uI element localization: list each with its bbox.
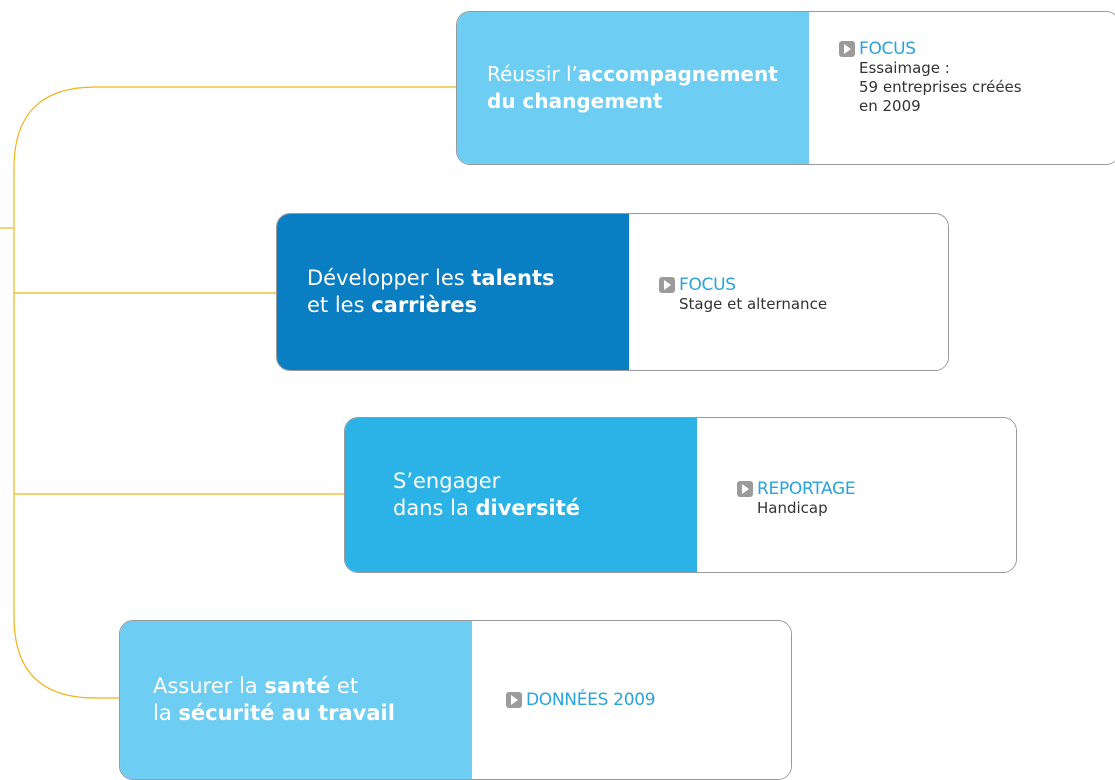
title-text: S’engager xyxy=(393,469,501,493)
card-detail-panel: FOCUS Essaimage : 59 entreprises créées … xyxy=(809,12,1115,164)
tag-label: FOCUS xyxy=(679,274,736,295)
title-emphasis: accompagnement xyxy=(577,62,778,86)
focus-link[interactable]: FOCUS xyxy=(839,38,1115,59)
connector-bracket xyxy=(13,86,456,699)
card-diversite[interactable]: S’engager dans la diversité REPORTAGE Ha… xyxy=(344,417,1017,573)
detail-line: 59 entreprises créées xyxy=(859,78,1022,96)
tag-label: REPORTAGE xyxy=(757,478,856,499)
title-emphasis: diversité xyxy=(475,496,581,520)
card-title: Assurer la santé et la sécurité au trava… xyxy=(120,621,472,779)
title-emphasis: sécurité au travail xyxy=(178,701,395,725)
reportage-link[interactable]: REPORTAGE xyxy=(737,478,1016,499)
title-text: dans la xyxy=(393,496,476,520)
detail-line: Handicap xyxy=(757,499,828,517)
donnees-link[interactable]: DONNÉES 2009 xyxy=(506,690,656,711)
card-title: S’engager dans la diversité xyxy=(345,418,697,572)
card-title: Réussir l’accompagnement du changement xyxy=(457,12,809,164)
play-icon xyxy=(839,40,855,57)
card-sante-securite[interactable]: Assurer la santé et la sécurité au trava… xyxy=(119,620,792,780)
title-text: la xyxy=(153,701,179,725)
focus-link[interactable]: FOCUS xyxy=(659,274,948,295)
detail-line: Essaimage : xyxy=(859,59,950,77)
play-icon xyxy=(737,480,753,497)
play-icon xyxy=(659,276,675,293)
card-detail-panel: REPORTAGE Handicap xyxy=(697,418,1016,572)
title-emphasis: santé xyxy=(264,674,331,698)
tag-label: FOCUS xyxy=(859,38,916,59)
title-text: Assurer la xyxy=(153,674,265,698)
card-detail-panel: FOCUS Stage et alternance xyxy=(629,214,948,370)
title-emphasis: carrières xyxy=(371,293,478,317)
tag-label: DONNÉES 2009 xyxy=(526,690,656,710)
detail-line: Stage et alternance xyxy=(679,295,828,313)
card-talents-carrieres[interactable]: Développer les talents et les carrières … xyxy=(276,213,949,371)
title-text: Développer les xyxy=(307,266,472,290)
detail-line: en 2009 xyxy=(859,97,921,115)
title-emphasis: du changement xyxy=(487,89,663,113)
title-text: Réussir l’ xyxy=(487,62,578,86)
title-emphasis: talents xyxy=(471,266,555,290)
card-detail-panel: DONNÉES 2009 xyxy=(472,621,791,779)
card-accompagnement-changement[interactable]: Réussir l’accompagnement du changement F… xyxy=(456,11,1115,165)
title-text: et xyxy=(330,674,359,698)
title-text: et les xyxy=(307,293,372,317)
card-title: Développer les talents et les carrières xyxy=(277,214,629,370)
play-icon xyxy=(506,692,522,708)
